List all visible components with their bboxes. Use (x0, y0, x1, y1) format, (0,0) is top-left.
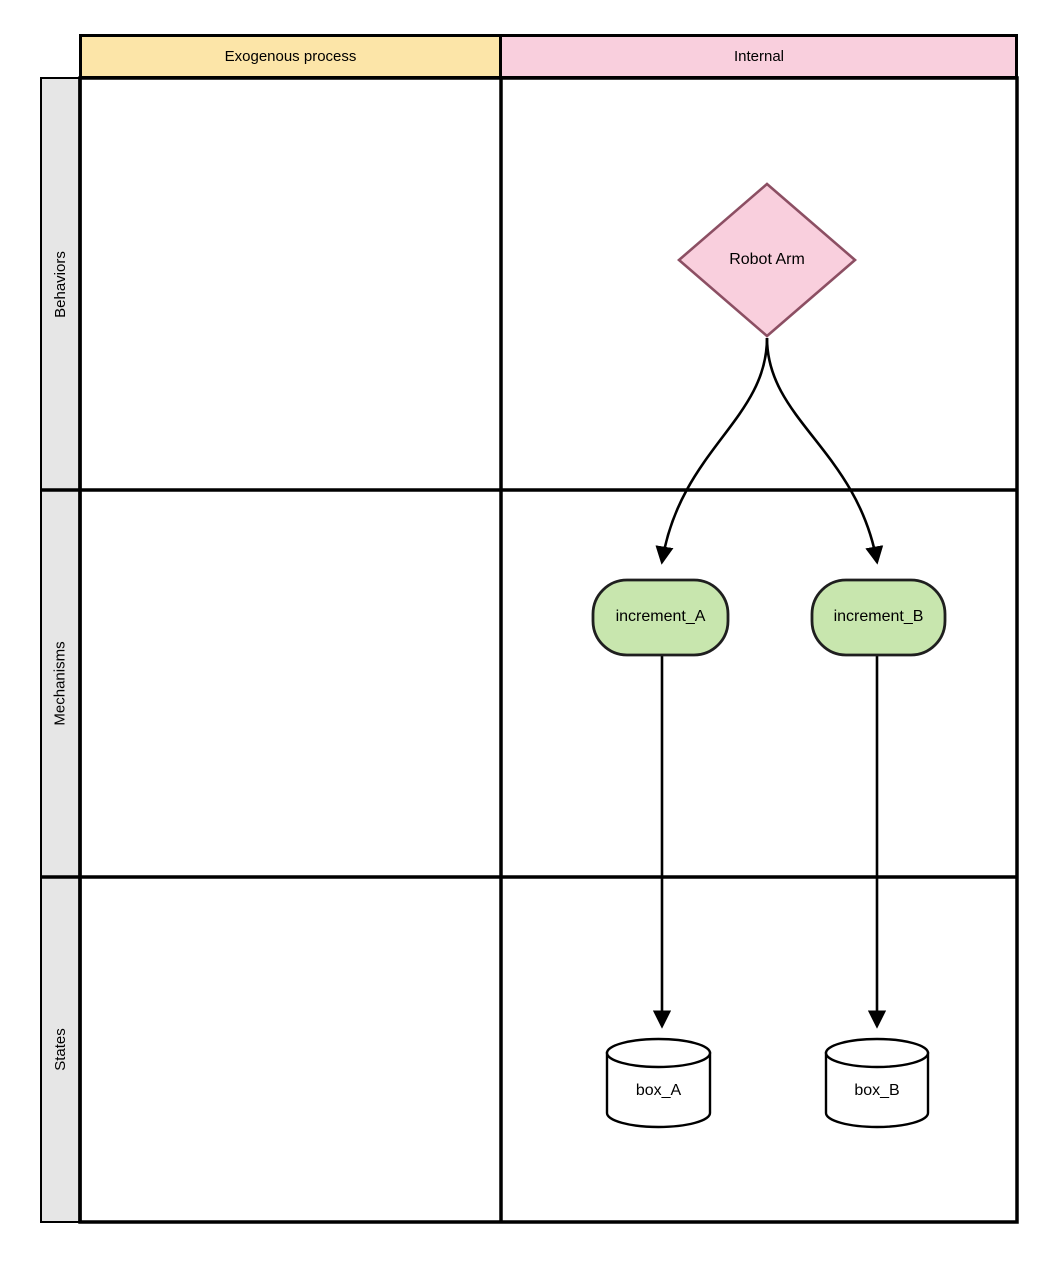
row-header-behaviors-cell (40, 77, 81, 491)
node-box-a[interactable] (605, 1037, 712, 1129)
edge-robot-arm-to-increment-a (655, 337, 769, 565)
node-box-b[interactable] (824, 1037, 930, 1129)
lane-header-internal-cell (499, 34, 1018, 79)
lane-header-exogenous-cell (79, 34, 502, 79)
row-header-mechanisms-cell (40, 489, 81, 878)
row-header-states-cell (40, 876, 81, 1223)
node-increment-b[interactable] (810, 578, 947, 657)
edge-robot-arm-to-increment-b (765, 337, 884, 565)
node-robot-arm[interactable] (677, 182, 857, 338)
node-increment-a[interactable] (591, 578, 730, 657)
